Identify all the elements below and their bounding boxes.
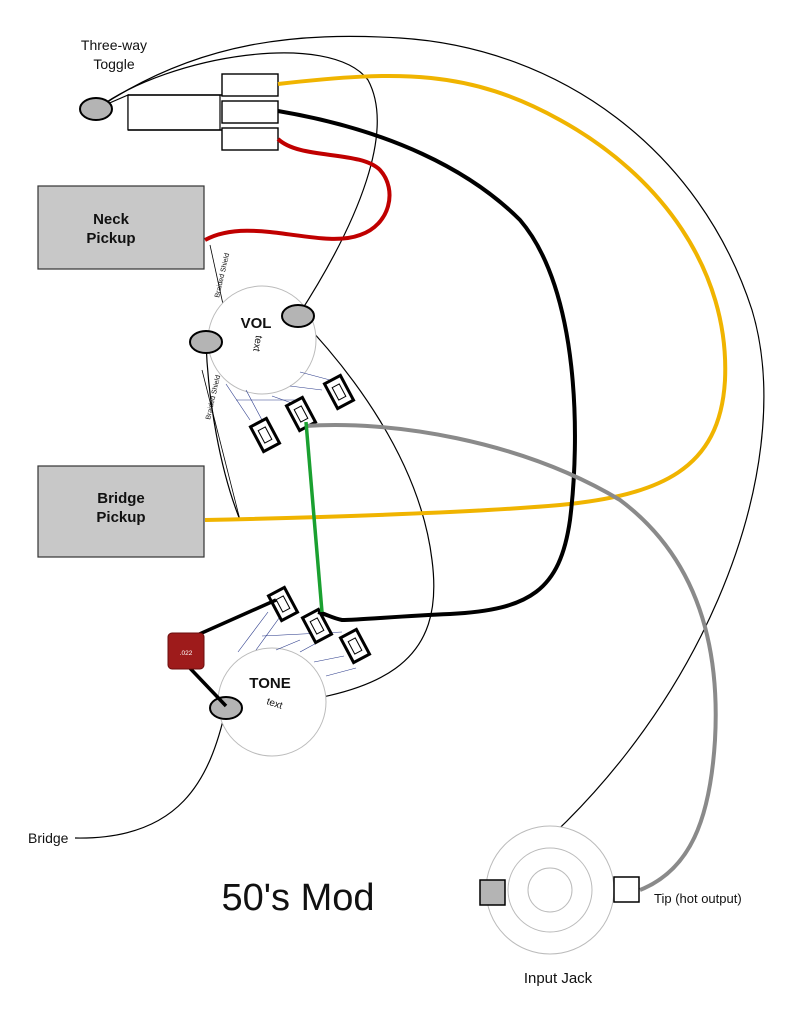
toggle-ground-lug [79,97,113,121]
vol-label: VOL [241,315,272,332]
volume-pot: VOL text [189,285,356,454]
tone-label: TONE [249,675,290,692]
capacitor-body [167,632,205,670]
bridge-ground-wire [74,707,227,839]
bridge-pickup-label-2: Pickup [96,509,145,526]
jack-sleeve-lug [479,879,506,906]
toggle-lug-1 [221,73,279,97]
red-wire [204,137,392,242]
vol-to-tone-ground-wire [225,315,435,709]
capacitor-label: .022 [180,650,193,657]
neck-pickup-label-2: Pickup [86,230,135,247]
jack-inner-ring [527,867,573,913]
tone-text-label: text [265,696,284,712]
toggle-to-vol-wire [97,52,378,317]
neck-pickup-label-1: Neck [93,211,130,228]
neck-pickup: Neck Pickup [37,185,205,270]
three-way-toggle [79,73,279,151]
vol-to-pickup-shield-wire [205,341,241,521]
toggle-lug-2 [221,100,279,124]
tone-pot: TONE text [209,585,372,757]
black-wire [277,109,577,623]
toggle-body [127,94,221,131]
input-jack [479,825,640,955]
toggle-label-2: Toggle [93,56,134,72]
bridge-pickup: Bridge Pickup [37,465,205,558]
toggle-to-jack-ground-wire [97,35,765,887]
gray-wire [304,422,718,892]
capacitor: .022 [167,598,277,708]
vol-ground-lug-left [189,330,223,354]
braided-shield-label-2: Braided Shield [205,374,222,420]
tip-label: Tip (hot output) [654,891,742,906]
tone-ground-lug [209,696,243,720]
toggle-label-1: Three-way [81,37,147,53]
green-wire [304,421,324,613]
jack-tip-lug [613,876,640,903]
diagram-title: 50's Mod [221,877,374,919]
vol-ground-lug-right [281,304,315,328]
bridge-pickup-body [37,465,205,558]
neck-pickup-body [37,185,205,270]
input-jack-label: Input Jack [524,970,593,987]
toggle-lug-3 [221,127,279,151]
bridge-ground-label: Bridge [28,830,69,846]
braided-shield-line-2 [201,369,241,521]
jack-middle-ring [507,847,593,933]
bridge-pickup-label-1: Bridge [97,490,145,507]
yellow-wire [204,74,728,522]
vol-text-label: text [250,334,264,352]
thin-wires [74,35,765,887]
